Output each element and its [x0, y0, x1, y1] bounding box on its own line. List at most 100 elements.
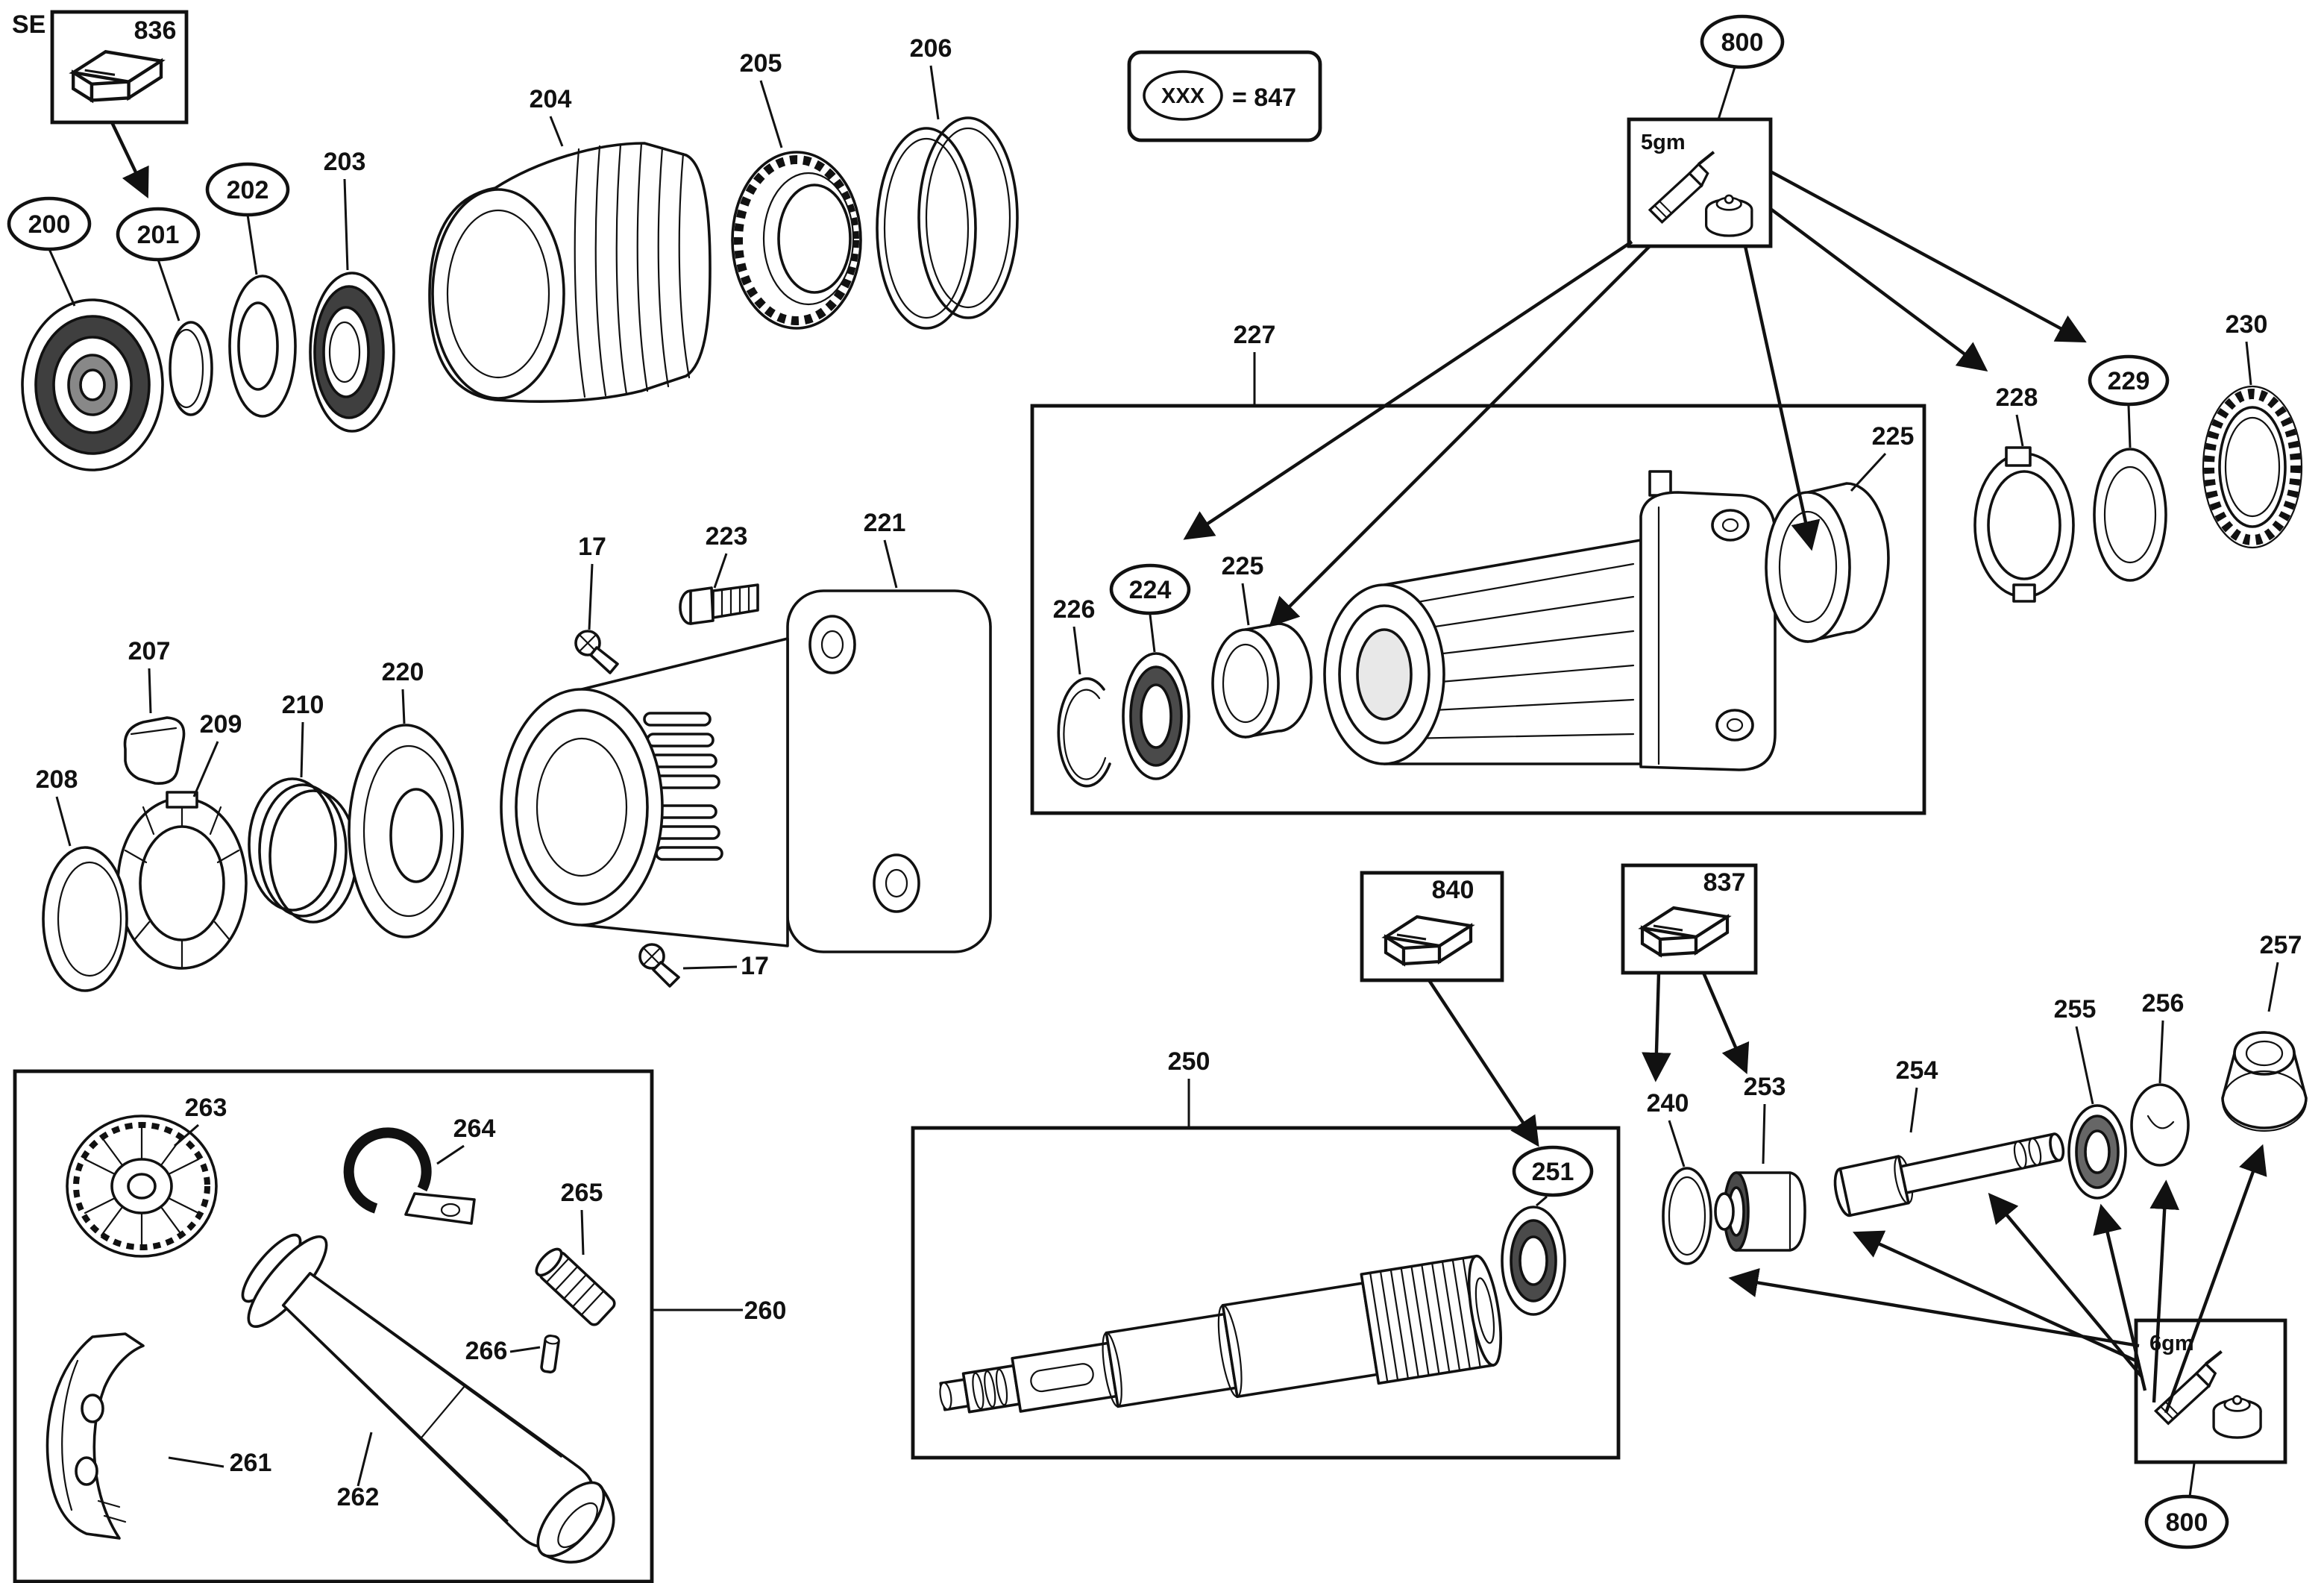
part-224-seal [1122, 652, 1190, 780]
label-254: 254 [1896, 1056, 1938, 1085]
part-250-spindle [939, 1254, 1502, 1414]
part-210-spring [248, 777, 358, 924]
part-202-washer [228, 275, 297, 418]
label-205: 205 [740, 49, 782, 78]
label-6gm: 6gm [2149, 1332, 2194, 1355]
label-208: 208 [36, 765, 78, 794]
svg-text:201: 201 [137, 221, 180, 249]
part-17-screw-top [574, 630, 619, 674]
label-200-circled: 200 [7, 196, 92, 251]
label-221: 221 [864, 509, 906, 537]
label-264: 264 [453, 1115, 496, 1143]
label-225b: 225 [1872, 422, 1915, 451]
part-264-clamp [343, 1127, 476, 1225]
label-240: 240 [1647, 1089, 1689, 1117]
label-230: 230 [2226, 310, 2268, 339]
label-209: 209 [200, 710, 242, 739]
svg-text:224: 224 [1129, 576, 1172, 604]
label-262: 262 [337, 1483, 380, 1511]
part-257-cap [2221, 1031, 2308, 1132]
box-grease-6gm [2134, 1318, 2287, 1464]
part-225-sleeve [1211, 622, 1313, 739]
corner-label: SE [12, 10, 45, 39]
label-229-circled: 229 [2088, 354, 2170, 407]
svg-text:202: 202 [227, 176, 269, 204]
label-5gm: 5gm [1641, 131, 1686, 154]
pointer-arrows [110, 122, 2267, 1414]
part-203-bearing [309, 272, 395, 433]
part-204-boot [428, 142, 712, 404]
label-263: 263 [185, 1094, 227, 1122]
label-207: 207 [128, 637, 171, 665]
label-253: 253 [1744, 1073, 1786, 1101]
part-261-grip-shell [45, 1332, 145, 1540]
label-260: 260 [744, 1297, 787, 1325]
part-207-cap [123, 716, 186, 785]
label-836: 836 [134, 16, 177, 45]
label-204: 204 [530, 85, 572, 113]
part-226-snap-ring [1057, 677, 1111, 788]
part-205-collar [731, 151, 862, 330]
label-837: 837 [1703, 868, 1746, 897]
label-17-bottom: 17 [741, 952, 769, 980]
part-254-ram [1833, 1132, 2065, 1217]
svg-text:200: 200 [28, 210, 71, 239]
svg-text:251: 251 [1532, 1158, 1574, 1186]
label-840: 840 [1432, 876, 1475, 904]
part-221-housing [500, 589, 992, 953]
label-800-bottom-circled: 800 [2144, 1494, 2229, 1549]
leader-lines [48, 65, 2279, 1497]
part-255-seal [2067, 1104, 2127, 1200]
part-228-retainer [1973, 446, 2075, 603]
label-224-circled: 224 [1109, 563, 1191, 615]
label-265: 265 [561, 1179, 603, 1207]
label-227: 227 [1234, 321, 1276, 349]
label-201-circled: 201 [116, 207, 201, 262]
label-203: 203 [324, 148, 366, 176]
label-210: 210 [282, 691, 324, 719]
label-225a: 225 [1222, 552, 1264, 580]
label-800-top-circled: 800 [1700, 14, 1785, 69]
part-263-wheel [66, 1115, 218, 1258]
label-257: 257 [2260, 931, 2302, 959]
part-265-threaded-sleeve [535, 1247, 616, 1326]
label-261: 261 [230, 1449, 272, 1477]
label-202-circled: 202 [205, 162, 290, 217]
svg-text:229: 229 [2108, 367, 2150, 395]
label-255: 255 [2054, 995, 2097, 1024]
legend-text: = 847 [1232, 84, 1296, 112]
label-250: 250 [1168, 1047, 1210, 1076]
part-266-pin [540, 1334, 560, 1374]
part-225b-ring [1765, 482, 1890, 643]
part-206-o-rings [876, 116, 1019, 330]
label-17-top: 17 [578, 533, 606, 561]
part-223-screw [679, 583, 759, 625]
svg-text:800: 800 [1721, 28, 1764, 57]
label-206: 206 [910, 34, 952, 63]
part-262-handle [241, 1233, 615, 1564]
part-256-disc [2130, 1083, 2190, 1167]
legend-symbol: XXX [1143, 70, 1223, 121]
part-227-cylinder [1323, 470, 1777, 771]
label-266: 266 [465, 1337, 508, 1365]
part-220-washer [348, 724, 464, 938]
label-220: 220 [382, 658, 424, 686]
label-228: 228 [1996, 383, 2038, 412]
label-226: 226 [1053, 595, 1096, 624]
part-209-castellated-ring [116, 791, 248, 970]
part-17-screw-bottom [638, 943, 680, 988]
svg-text:XXX: XXX [1161, 84, 1205, 108]
svg-text:800: 800 [2166, 1508, 2208, 1537]
part-229-ring [2093, 448, 2167, 582]
part-200-mount [21, 298, 164, 471]
label-256: 256 [2142, 989, 2185, 1018]
part-230-toothed-ring [2202, 385, 2303, 549]
label-251-circled: 251 [1512, 1145, 1594, 1197]
part-201-ring [169, 321, 213, 416]
label-223: 223 [706, 522, 748, 551]
part-253-piston [1714, 1171, 1806, 1252]
part-251-bearing [1501, 1206, 1566, 1316]
part-208-ring [42, 846, 128, 992]
